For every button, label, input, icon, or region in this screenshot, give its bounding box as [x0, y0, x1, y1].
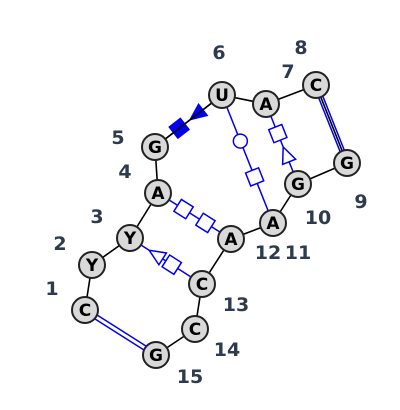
nucleotide-letter: A: [151, 184, 165, 204]
nucleotide-10: G: [284, 170, 312, 198]
nucleotide-index-label: 14: [214, 339, 240, 361]
nucleotide-letter: A: [266, 214, 280, 234]
nucleotide-4: A: [144, 179, 172, 207]
nucleotide-circle: [333, 149, 361, 177]
nucleotide-2: Y: [78, 251, 106, 279]
pair-glyph-triangle: [147, 249, 168, 267]
nucleotide-letter: A: [224, 230, 238, 250]
nucleotide-letter: G: [340, 154, 354, 174]
nucleotide-circle: [208, 81, 236, 109]
nucleotide-9: G: [333, 149, 361, 177]
pair-4-12: [157, 192, 232, 240]
pair-glyph-triangle: [281, 145, 297, 166]
backbone-5-6: [154, 94, 223, 148]
pair-6-11: [221, 94, 274, 224]
pair-line: [317, 83, 350, 163]
pair-glyph-square: [267, 123, 288, 144]
nucleotide-circle: [252, 90, 280, 118]
nucleotide-circle: [116, 224, 144, 252]
nucleotide-letter: A: [259, 95, 273, 115]
nucleotide-circle: [71, 296, 99, 324]
nucleotide-11: A: [259, 209, 287, 237]
pair-glyph-square: [194, 212, 217, 234]
nucleotide-letter: U: [215, 86, 229, 106]
pair-1-15: [83, 307, 158, 358]
nucleotide-letter: Y: [123, 229, 137, 249]
pair-8-9: [313, 83, 350, 165]
nucleotide-index-label: 15: [177, 366, 203, 388]
nucleotide-index-label: 1: [45, 278, 58, 300]
nucleotide-circle: [302, 71, 330, 99]
nucleotide-7: A: [252, 90, 280, 118]
nucleotide-index-label: 12: [255, 242, 281, 264]
nucleotide-letter: G: [148, 138, 162, 158]
nucleotide-5: G: [141, 133, 169, 161]
nucleotide-circle: [144, 179, 172, 207]
pair-glyph-square: [172, 198, 195, 220]
nucleotide-index-label: 3: [90, 206, 103, 228]
nucleotide-index-label: 4: [118, 161, 131, 183]
nucleotide-circle: [78, 251, 106, 279]
nucleotide-6: U: [208, 81, 236, 109]
pair-line: [83, 311, 156, 358]
nucleotide-index-label: 6: [212, 42, 225, 64]
pair-line: [313, 85, 346, 165]
nucleotide-letter: C: [310, 76, 322, 96]
nucleotide-1: C: [71, 296, 99, 324]
nucleotide-circle: [259, 209, 287, 237]
nucleotide-14: C: [181, 315, 209, 343]
nucleotide-circle: [284, 170, 312, 198]
pair-glyph-square: [161, 253, 183, 276]
nucleotide-circle: [142, 341, 170, 369]
nucleotide-letter: Y: [85, 256, 99, 276]
nucleotide-index-label: 2: [53, 233, 66, 255]
nucleotide-letter: G: [149, 346, 163, 366]
nucleotide-letter: G: [291, 175, 305, 195]
nucleotide-letter: C: [79, 301, 91, 321]
pair-glyph-circle: [232, 133, 249, 149]
nucleotide-3: Y: [116, 224, 144, 252]
pair-line: [157, 192, 232, 240]
nucleotide-index-label: 5: [111, 127, 124, 149]
nucleotide-letter: C: [189, 320, 201, 340]
pair-glyph-square: [244, 166, 265, 187]
nucleotide-index-label: 7: [281, 61, 294, 83]
nucleotide-circle: [181, 315, 209, 343]
pair-line: [265, 103, 299, 185]
pair-line: [85, 307, 158, 354]
nucleotide-index-label: 13: [223, 294, 249, 316]
pair-line: [221, 94, 274, 224]
nucleotide-8: C: [302, 71, 330, 99]
nucleotide-12: A: [217, 225, 245, 253]
nucleotide-15: G: [142, 341, 170, 369]
pair-7-10: [265, 103, 299, 185]
nucleotide-index-label: 11: [285, 242, 311, 264]
nucleotide-index-label: 9: [354, 191, 367, 213]
pair-3-13: [129, 237, 203, 285]
nucleotide-circle: [217, 225, 245, 253]
nucleotide-index-label: 8: [294, 37, 307, 59]
nucleotide-circle: [141, 133, 169, 161]
nucleotide-circle: [188, 270, 216, 298]
nucleotide-letter: C: [196, 275, 208, 295]
nucleotide-index-label: 10: [305, 207, 331, 229]
nucleotide-13: C: [188, 270, 216, 298]
